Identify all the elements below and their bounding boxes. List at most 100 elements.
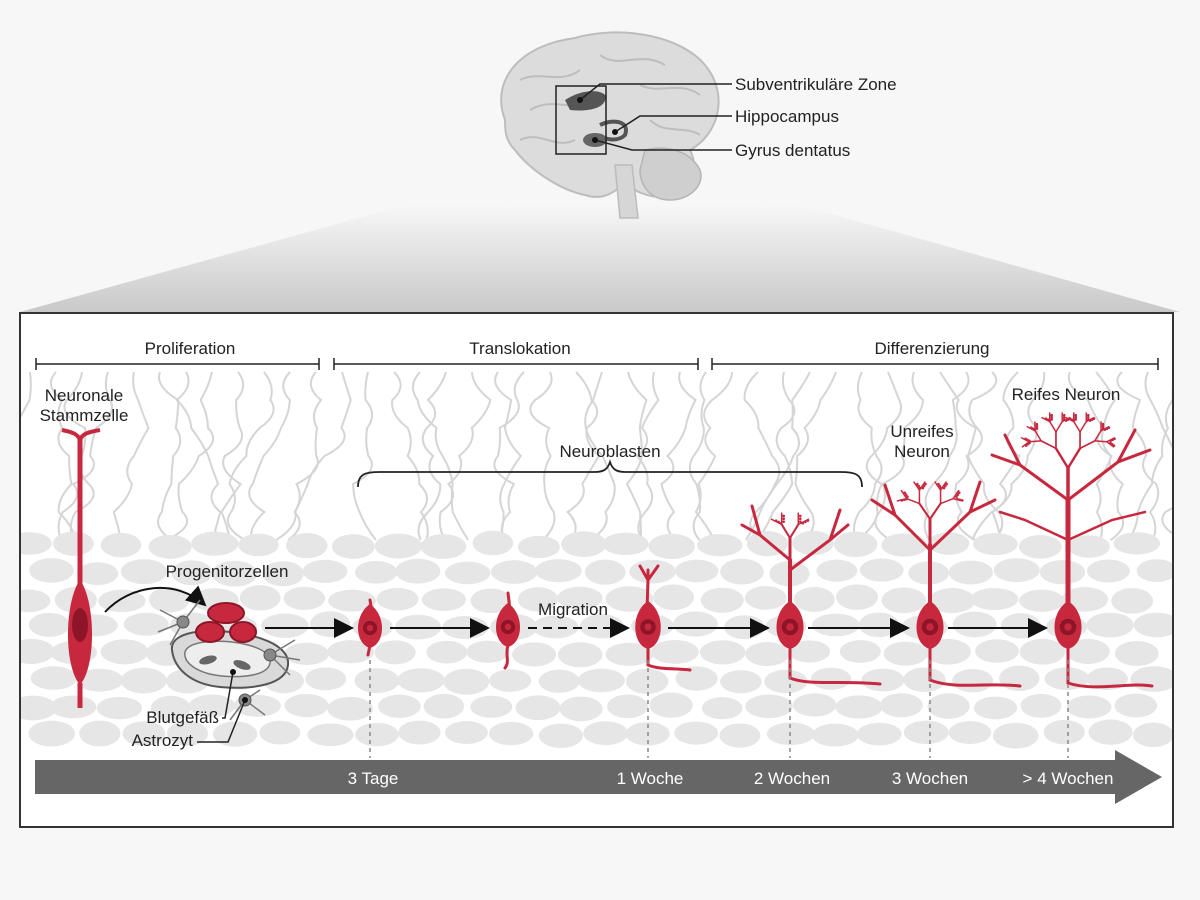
tissue-cell [927, 693, 970, 719]
tissue-cell [238, 533, 279, 557]
fiber [954, 371, 998, 541]
tissue-cell [443, 668, 490, 695]
fiber [566, 371, 601, 541]
fiber [226, 371, 275, 541]
tissue-cell [839, 640, 881, 663]
tissue-cell [284, 694, 329, 718]
tissue-cell [928, 532, 970, 555]
label-unreifes-line1: Unreifes [890, 422, 953, 441]
tissue-cell [970, 588, 1019, 611]
tissue-cell [420, 534, 467, 559]
tissue-cell [466, 640, 509, 663]
tissue-cell [833, 531, 878, 558]
label-subventricular-zone: Subventrikuläre Zone [735, 75, 897, 94]
tissue-cell [697, 533, 743, 557]
fiber [529, 371, 556, 541]
tissue-cell [792, 530, 834, 556]
brainstem [614, 164, 639, 219]
tissue-cell [835, 695, 883, 719]
fiber [57, 371, 114, 541]
tissue-cell [470, 695, 513, 718]
tissue-cell [559, 696, 603, 722]
tissue-cell [1130, 666, 1172, 693]
tissue-cell [188, 694, 236, 717]
tissue-cell [239, 585, 281, 611]
tissue-cell [881, 587, 927, 614]
tissue-cell [1114, 693, 1158, 718]
fiber [756, 371, 796, 541]
tissue-cell [650, 639, 699, 664]
tissue-cell [720, 558, 764, 585]
fiber [660, 371, 697, 541]
label-hippocampus: Hippocampus [735, 107, 839, 126]
tissue-cell [21, 638, 55, 664]
tissue-cell [973, 696, 1018, 720]
fiber [584, 371, 616, 541]
tissue-cell [928, 588, 976, 614]
label-migration: Migration [538, 600, 608, 619]
tissue-cell [355, 560, 398, 584]
tissue-cell [29, 558, 74, 583]
tissue-cell [262, 561, 304, 587]
tissue-cell [259, 720, 301, 745]
tissue-cell [472, 530, 514, 556]
label-gyrus-dentatus: Gyrus dentatus [735, 141, 850, 160]
tissue-cell [859, 558, 904, 582]
phase-proliferation: Proliferation [145, 339, 236, 358]
tissue-cell [512, 642, 557, 667]
tissue-cell [577, 668, 625, 693]
tissue-cell [673, 611, 718, 637]
tissue-cell [376, 587, 419, 611]
fiber [923, 371, 970, 541]
zoom-box [555, 85, 607, 155]
fiber [743, 371, 781, 541]
tissue-cell [625, 668, 669, 694]
fiber [794, 371, 837, 541]
timeline-arrow [35, 750, 1162, 804]
tissue-cell [377, 694, 421, 718]
tissue-cell [1133, 612, 1172, 638]
tissue-cell [191, 531, 239, 556]
tissue-cell [836, 584, 879, 610]
tissue-cell [397, 668, 445, 693]
progenitor-cell [207, 602, 245, 624]
tissue-cell [283, 586, 326, 611]
neural-stem-cell [61, 428, 101, 708]
tissue-cell [674, 721, 719, 745]
label-astrozyt: Astrozyt [132, 731, 194, 750]
tissue-cell [793, 586, 835, 612]
tissue-cell [421, 588, 466, 611]
fiber [745, 371, 811, 541]
tissue-cell [21, 695, 57, 721]
fiber [694, 371, 733, 541]
tissue-cell [302, 559, 348, 584]
tissue-cell [903, 720, 949, 745]
tissue-cell [1043, 719, 1085, 745]
tissue-cell [903, 667, 946, 692]
tissue-cell [444, 721, 488, 745]
fiber [635, 371, 660, 541]
tissue-cell [309, 611, 351, 637]
tissue-cell [605, 586, 654, 612]
label-stem-cell-line2: Stammzelle [40, 406, 129, 425]
tissue-cell [488, 721, 534, 746]
timeline-droplines [369, 660, 1069, 758]
neuron-week2 [740, 504, 882, 686]
tissue-cell [811, 723, 859, 747]
tissue-cell [327, 640, 375, 664]
tissue-cell [1019, 638, 1066, 665]
tissue-cell [30, 666, 77, 690]
tissue-cell [952, 611, 997, 638]
fiber [1128, 382, 1172, 541]
tissue-cell [96, 696, 143, 720]
tissue-cell [327, 696, 373, 721]
fiber [493, 371, 525, 541]
tissue-cell [538, 669, 580, 693]
fiber [417, 371, 447, 541]
tissue-cell [489, 669, 532, 692]
tissue-cell [674, 559, 719, 583]
tissue-cell [973, 533, 1018, 556]
fiber [21, 371, 32, 418]
tissue-cell [607, 694, 648, 719]
arrow-division [104, 585, 207, 613]
